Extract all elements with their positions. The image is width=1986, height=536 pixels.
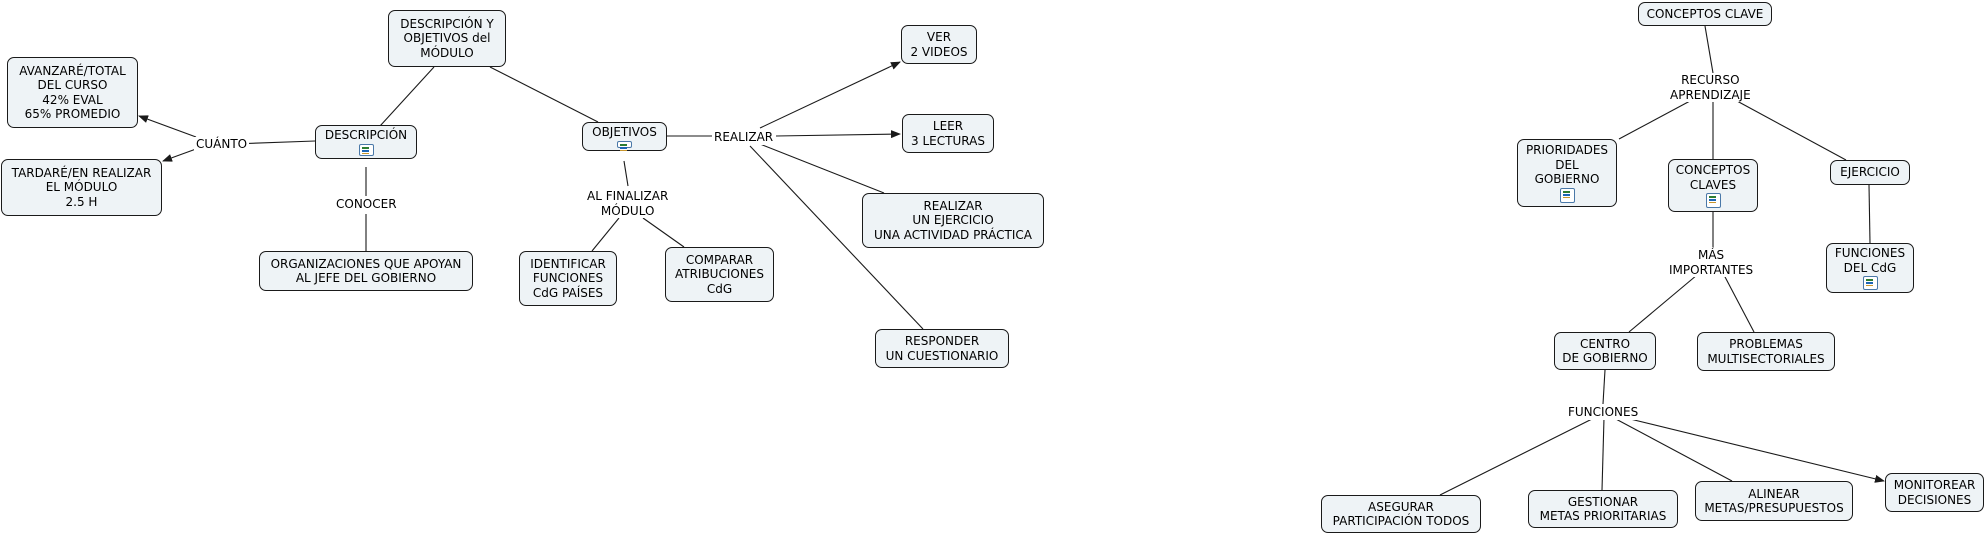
edge-funciones-to-asegurar bbox=[1439, 417, 1595, 496]
node-funciones-cdg[interactable]: FUNCIONES DEL CdG bbox=[1826, 243, 1914, 293]
link-label-realizar: REALIZAR bbox=[712, 130, 776, 145]
link-label-mas-importantes: MÁS IMPORTANTES bbox=[1667, 248, 1756, 277]
node-objetivos[interactable]: OBJETIVOS bbox=[582, 122, 667, 151]
edge-objetivos-to-al-finalizar bbox=[623, 160, 629, 187]
node-prioridades[interactable]: PRIORIDADES DEL GOBIERNO bbox=[1517, 139, 1617, 207]
edge-realizar-to-responder bbox=[749, 145, 924, 330]
edge-al-finalizar-to-comparar bbox=[642, 217, 685, 248]
edge-centro-to-funciones bbox=[1602, 369, 1606, 405]
edge-funciones-to-alinear bbox=[1613, 417, 1733, 482]
edge-cuanto-to-avanzare bbox=[138, 115, 197, 138]
edge-realizar-to-ejercicio bbox=[759, 143, 885, 194]
edge-cuanto-to-tardare bbox=[162, 148, 197, 162]
node-tardare[interactable]: TARDARÉ/EN REALIZAR EL MÓDULO 2.5 H bbox=[1, 159, 162, 216]
resource-attachment-icon[interactable] bbox=[1559, 187, 1575, 203]
edge-funciones-to-gestionar bbox=[1601, 417, 1605, 491]
edge-top-to-objetivos bbox=[489, 66, 599, 123]
edge-conceptos-clave-to-recurso bbox=[1704, 25, 1714, 74]
edge-funciones-to-monitorear bbox=[1625, 417, 1885, 483]
node-monitorear[interactable]: MONITOREAR DECISIONES bbox=[1885, 473, 1984, 512]
link-label-al-finalizar: AL FINALIZAR MÓDULO bbox=[585, 189, 671, 218]
edge-recurso-to-prioridades bbox=[1618, 100, 1691, 140]
node-problemas[interactable]: PROBLEMAS MULTISECTORIALES bbox=[1697, 332, 1835, 371]
node-descripcion[interactable]: DESCRIPCIÓN bbox=[315, 125, 417, 159]
resource-attachment-icon[interactable] bbox=[617, 140, 632, 150]
resource-attachment-icon[interactable] bbox=[358, 143, 374, 156]
node-ver[interactable]: VER 2 VIDEOS bbox=[901, 25, 977, 64]
resource-attachment-icon[interactable] bbox=[1862, 276, 1878, 290]
node-realizar-ejercicio[interactable]: REALIZAR UN EJERCICIO UNA ACTIVIDAD PRÁC… bbox=[862, 193, 1044, 248]
edge-mas-to-problemas bbox=[1723, 274, 1755, 333]
edge-mas-to-centro bbox=[1628, 274, 1698, 333]
node-leer[interactable]: LEER 3 LECTURAS bbox=[902, 114, 994, 153]
node-comparar[interactable]: COMPARAR ATRIBUCIONES CdG bbox=[665, 247, 774, 302]
edge-ejercicio-to-funciones-cdg bbox=[1868, 184, 1871, 244]
node-conceptos-clave[interactable]: CONCEPTOS CLAVE bbox=[1638, 2, 1772, 26]
edge-top-to-descripcion bbox=[379, 66, 435, 127]
edge-al-finalizar-to-identificar bbox=[591, 217, 620, 252]
node-ejercicio[interactable]: EJERCICIO bbox=[1830, 160, 1910, 185]
node-gestionar[interactable]: GESTIONAR METAS PRIORITARIAS bbox=[1528, 490, 1678, 528]
node-centro-gobierno[interactable]: CENTRO DE GOBIERNO bbox=[1554, 332, 1656, 370]
node-conceptos-claves[interactable]: CONCEPTOS CLAVES bbox=[1668, 159, 1758, 212]
node-asegurar[interactable]: ASEGURAR PARTICIPACIÓN TODOS bbox=[1321, 495, 1481, 533]
link-label-conocer: CONOCER bbox=[334, 197, 399, 212]
edge-realizar-to-ver bbox=[759, 61, 901, 129]
resource-attachment-icon[interactable] bbox=[1705, 193, 1721, 208]
node-descripcion-objetivos[interactable]: DESCRIPCIÓN Y OBJETIVOS del MÓDULO bbox=[388, 10, 506, 67]
edge-realizar-to-leer bbox=[775, 130, 901, 139]
node-avanzare[interactable]: AVANZARÉ/TOTAL DEL CURSO 42% EVAL 65% PR… bbox=[7, 57, 138, 128]
node-responder[interactable]: RESPONDER UN CUESTIONARIO bbox=[875, 329, 1009, 368]
node-organizaciones[interactable]: ORGANIZACIONES QUE APOYAN AL JEFE DEL GO… bbox=[259, 251, 473, 291]
link-label-recurso-aprendizaje: RECURSO APRENDIZAJE bbox=[1668, 73, 1753, 102]
link-label-funciones: FUNCIONES bbox=[1566, 405, 1641, 420]
edge-recurso-to-ejercicio bbox=[1736, 100, 1847, 161]
node-identificar[interactable]: IDENTIFICAR FUNCIONES CdG PAÍSES bbox=[519, 251, 617, 306]
link-label-cuanto: CUÁNTO bbox=[194, 137, 250, 152]
node-alinear[interactable]: ALINEAR METAS/PRESUPUESTOS bbox=[1695, 481, 1853, 521]
